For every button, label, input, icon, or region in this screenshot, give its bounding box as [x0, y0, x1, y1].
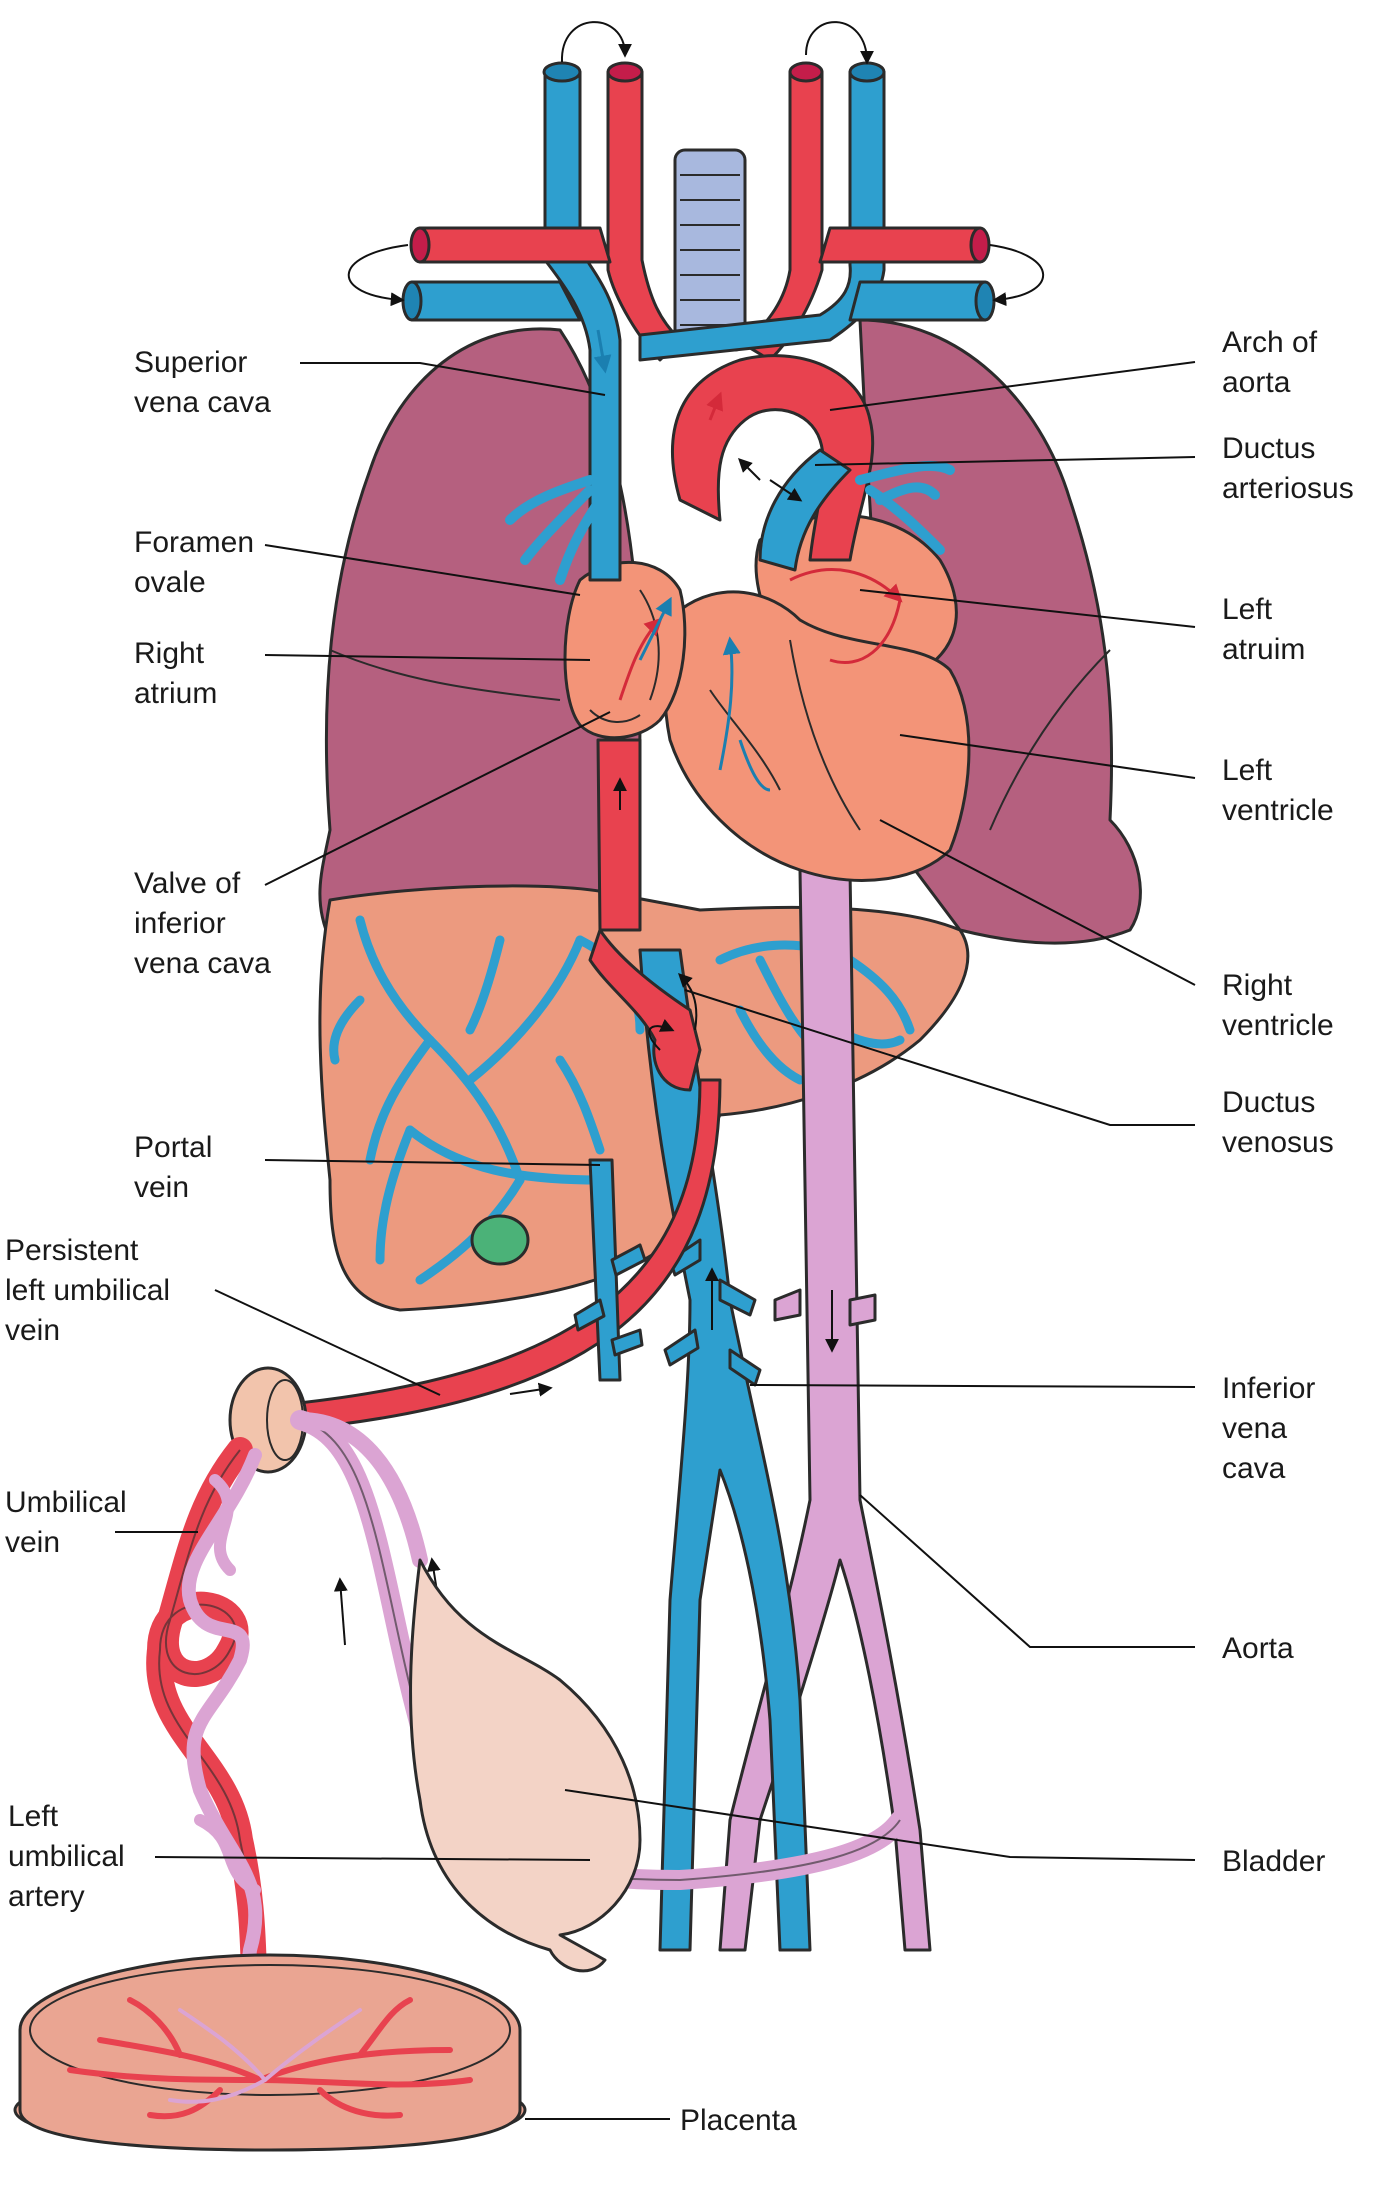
- label-line: Left: [8, 1800, 59, 1833]
- labels: Superior vena cava Foramen ovale Right atri…: [5, 326, 1354, 2137]
- label-line: atruim: [1222, 633, 1305, 666]
- label-line: atrium: [134, 677, 217, 710]
- label-line: vein: [5, 1314, 60, 1347]
- label-superior-vena-cava: Superior vena cava: [134, 346, 271, 419]
- trachea: [673, 148, 747, 352]
- leader-lines: [115, 361, 1196, 2120]
- label-line: ovale: [134, 566, 206, 599]
- label-line: vena cava: [134, 386, 271, 419]
- left-subclavian-vein: [410, 280, 582, 322]
- label-left-ventricle: Left ventricle: [1222, 754, 1334, 827]
- valve-ivc-flap: [589, 709, 641, 723]
- bladder-body: [409, 1558, 642, 1973]
- label-line: left umbilical: [5, 1274, 170, 1307]
- aorta-branch-left: [848, 1293, 877, 1327]
- label-arch-of-aorta: Arch of aorta: [1222, 326, 1318, 399]
- right-subclavian-artery: [818, 226, 982, 264]
- label-aorta: Aorta: [1222, 1632, 1294, 1665]
- label-bladder: Bladder: [1222, 1845, 1325, 1878]
- ventricles: [663, 590, 971, 882]
- label-line: Inferior: [1222, 1372, 1315, 1405]
- label-line: ventricle: [1222, 1009, 1334, 1042]
- label-persistent-left-umbilical-vein: Persistent left umbilical vein: [5, 1234, 170, 1347]
- label-line: Superior: [134, 346, 247, 379]
- label-ductus-arteriosus: Ductus arteriosus: [1222, 432, 1354, 505]
- label-line: vein: [134, 1171, 189, 1204]
- label-umbilical-vein: Umbilical vein: [5, 1486, 127, 1559]
- right-atrium-chamber: [563, 560, 687, 740]
- label-line: arteriosus: [1222, 472, 1354, 505]
- label-right-atrium: Right atrium: [134, 637, 217, 710]
- label-line: Valve of: [134, 867, 241, 900]
- label-line: umbilical: [8, 1840, 125, 1873]
- label-line: Right: [1222, 969, 1293, 1002]
- left-lung-fissure: [989, 649, 1111, 831]
- label-line: Right: [134, 637, 205, 670]
- label-foramen-ovale: Foramen ovale: [134, 526, 254, 599]
- liver-vessels: [329, 915, 915, 1285]
- placenta-disc: [18, 1953, 522, 2152]
- label-line: Foramen: [134, 526, 254, 559]
- label-portal-vein: Portal vein: [134, 1131, 212, 1204]
- right-lung-lower-lobe: [329, 649, 561, 701]
- label-line: venosus: [1222, 1126, 1334, 1159]
- label-line: Ductus: [1222, 1086, 1315, 1119]
- label-line: Ductus: [1222, 432, 1315, 465]
- ductus-venosus-vessel: [588, 928, 702, 1092]
- ivc-red-segment: [596, 738, 642, 932]
- left-subclavian-artery: [418, 226, 612, 264]
- label-placenta: Placenta: [680, 2104, 797, 2137]
- label-line: Placenta: [680, 2104, 797, 2137]
- label-line: aorta: [1222, 366, 1291, 399]
- aorta-branch-right: [773, 1288, 802, 1322]
- foramen-ovale-flap: [639, 589, 660, 701]
- label-line: Umbilical: [5, 1486, 127, 1519]
- label-line: vena cava: [134, 947, 271, 980]
- label-ductus-venosus: Ductus venosus: [1222, 1086, 1334, 1159]
- label-line: ventricle: [1222, 794, 1334, 827]
- bladder-organ: [409, 1558, 642, 1973]
- pulmonary-trunk: [758, 448, 852, 572]
- gallbladder: [470, 1214, 530, 1266]
- label-line: inferior: [134, 907, 226, 940]
- label-left-atrium: Left atruim: [1222, 593, 1305, 666]
- label-line: vena: [1222, 1412, 1287, 1445]
- label-line: Arch of: [1222, 326, 1318, 359]
- label-line: Portal: [134, 1131, 212, 1164]
- label-line: Left: [1222, 593, 1273, 626]
- label-line: vein: [5, 1526, 60, 1559]
- great-vessels: [347, 21, 1045, 932]
- label-line: Bladder: [1222, 1845, 1325, 1878]
- label-line: Persistent: [5, 1234, 139, 1267]
- label-left-umbilical-artery: Left umbilical artery: [8, 1800, 125, 1913]
- label-line: Left: [1222, 754, 1273, 787]
- label-line: Aorta: [1222, 1632, 1294, 1665]
- label-line: artery: [8, 1880, 85, 1913]
- right-subclavian-vein: [848, 280, 987, 322]
- label-inferior-vena-cava: Inferior vena cava: [1222, 1372, 1315, 1485]
- label-right-ventricle: Right ventricle: [1222, 969, 1334, 1042]
- heart: [563, 513, 971, 882]
- left-carotid-artery: [606, 70, 682, 362]
- label-valve-ivc: Valve of inferior vena cava: [134, 867, 271, 980]
- placenta-organ: [13, 1953, 527, 2152]
- label-line: cava: [1222, 1452, 1286, 1485]
